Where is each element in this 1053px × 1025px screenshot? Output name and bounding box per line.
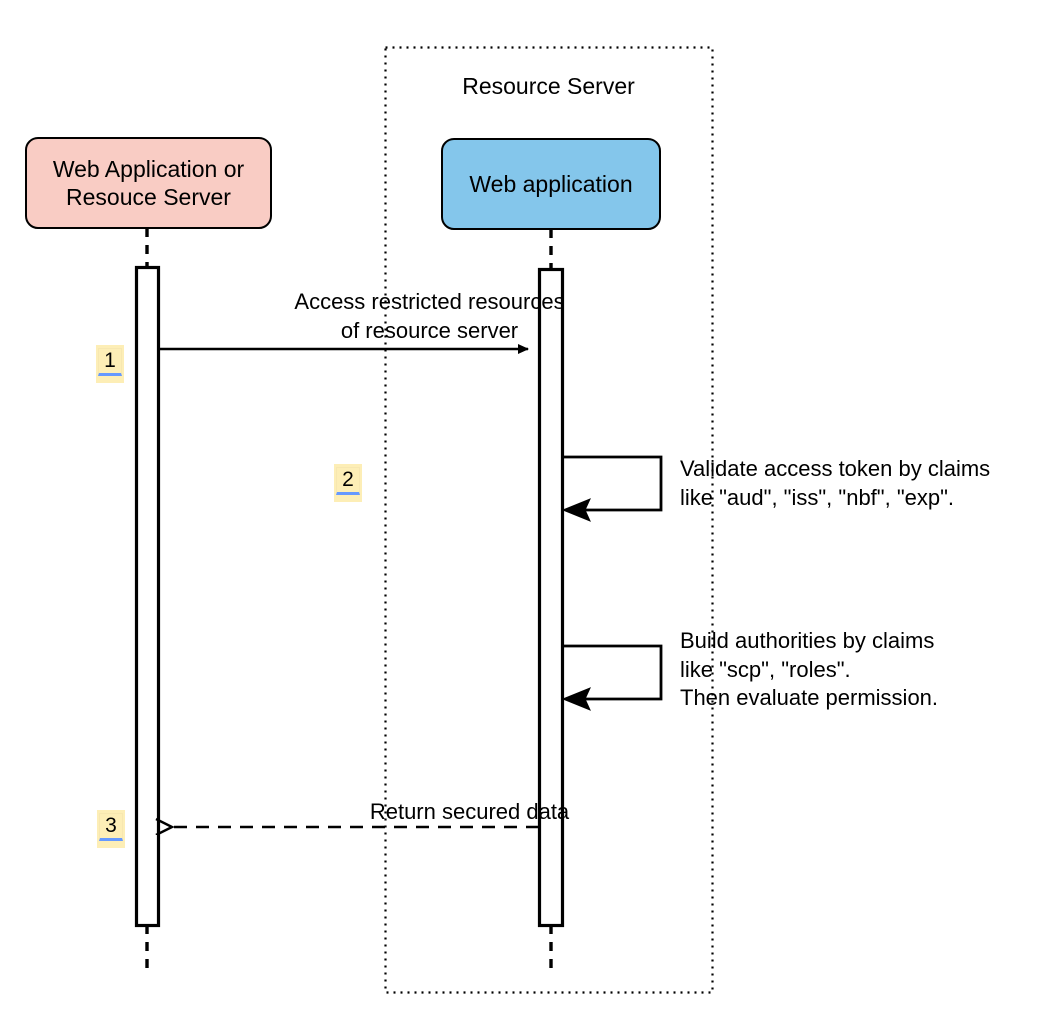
- participant-client-label: Web Application or Resouce Server: [52, 155, 245, 210]
- message-self-call-2-arrowhead: [561, 498, 591, 522]
- step-badge-2-number: 2: [336, 467, 360, 496]
- step-badge-1-number: 1: [98, 348, 122, 377]
- participant-resource-server-app[interactable]: Web application: [441, 138, 661, 230]
- activation-bar-server: [537, 267, 565, 928]
- message-self-call-3: [563, 644, 663, 701]
- step-badge-1[interactable]: 1: [96, 345, 124, 383]
- step-badge-3[interactable]: 3: [97, 810, 125, 848]
- message-label-return: Return secured data: [369, 799, 570, 824]
- message-self-call-2: [563, 455, 663, 512]
- message-label-3: Build authorities by claims like "scp", …: [680, 628, 939, 711]
- resource-server-frame-title: Resource Server: [462, 73, 635, 99]
- participant-client[interactable]: Web Application or Resouce Server: [25, 137, 272, 229]
- message-self-call-3-arrowhead: [561, 687, 591, 711]
- resource-server-boundary: [384, 46, 714, 994]
- participant-resource-server-app-label: Web application: [469, 170, 633, 197]
- message-label-2: Validate access token by claims like "au…: [680, 456, 991, 510]
- message-label-1: Access restricted resources of resource …: [294, 289, 565, 343]
- step-badge-2[interactable]: 2: [334, 464, 362, 502]
- activation-bar-client: [134, 265, 161, 928]
- step-badge-3-number: 3: [99, 813, 123, 842]
